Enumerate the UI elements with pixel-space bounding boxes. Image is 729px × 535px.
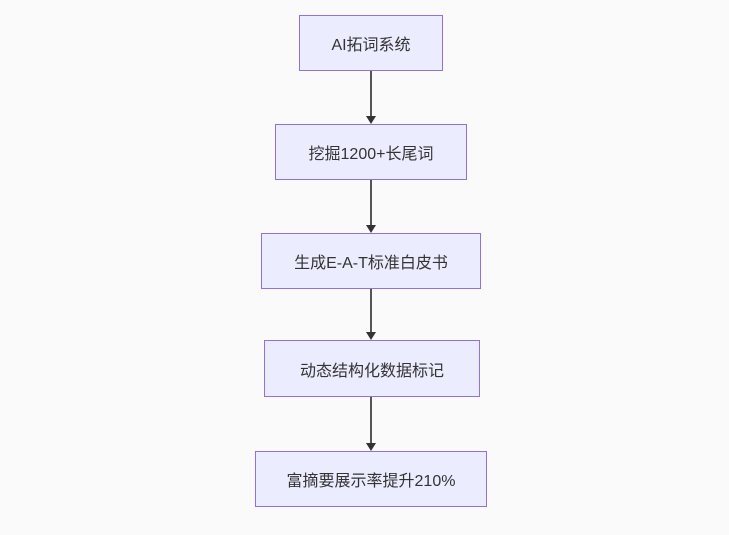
arrow-line <box>370 180 372 225</box>
flow-node-structured-data-markup: 动态结构化数据标记 <box>264 340 480 397</box>
arrowhead-down-icon <box>366 116 376 124</box>
arrowhead-down-icon <box>366 443 376 451</box>
arrowhead-down-icon <box>366 225 376 233</box>
flow-node-rich-snippet-result: 富摘要展示率提升210% <box>255 451 487 507</box>
flow-arrow-4 <box>365 397 377 451</box>
flow-arrow-1 <box>365 71 377 124</box>
arrow-line <box>370 397 372 443</box>
flow-node-eat-whitepaper: 生成E-A-T标准白皮书 <box>261 233 481 289</box>
flow-arrow-3 <box>365 289 377 340</box>
arrow-line <box>370 289 372 332</box>
flow-node-ai-expansion-system: AI拓词系统 <box>299 15 443 71</box>
flow-arrow-2 <box>365 180 377 233</box>
flow-node-longtail-mining: 挖掘1200+长尾词 <box>275 124 467 180</box>
arrow-line <box>370 71 372 116</box>
arrowhead-down-icon <box>366 332 376 340</box>
